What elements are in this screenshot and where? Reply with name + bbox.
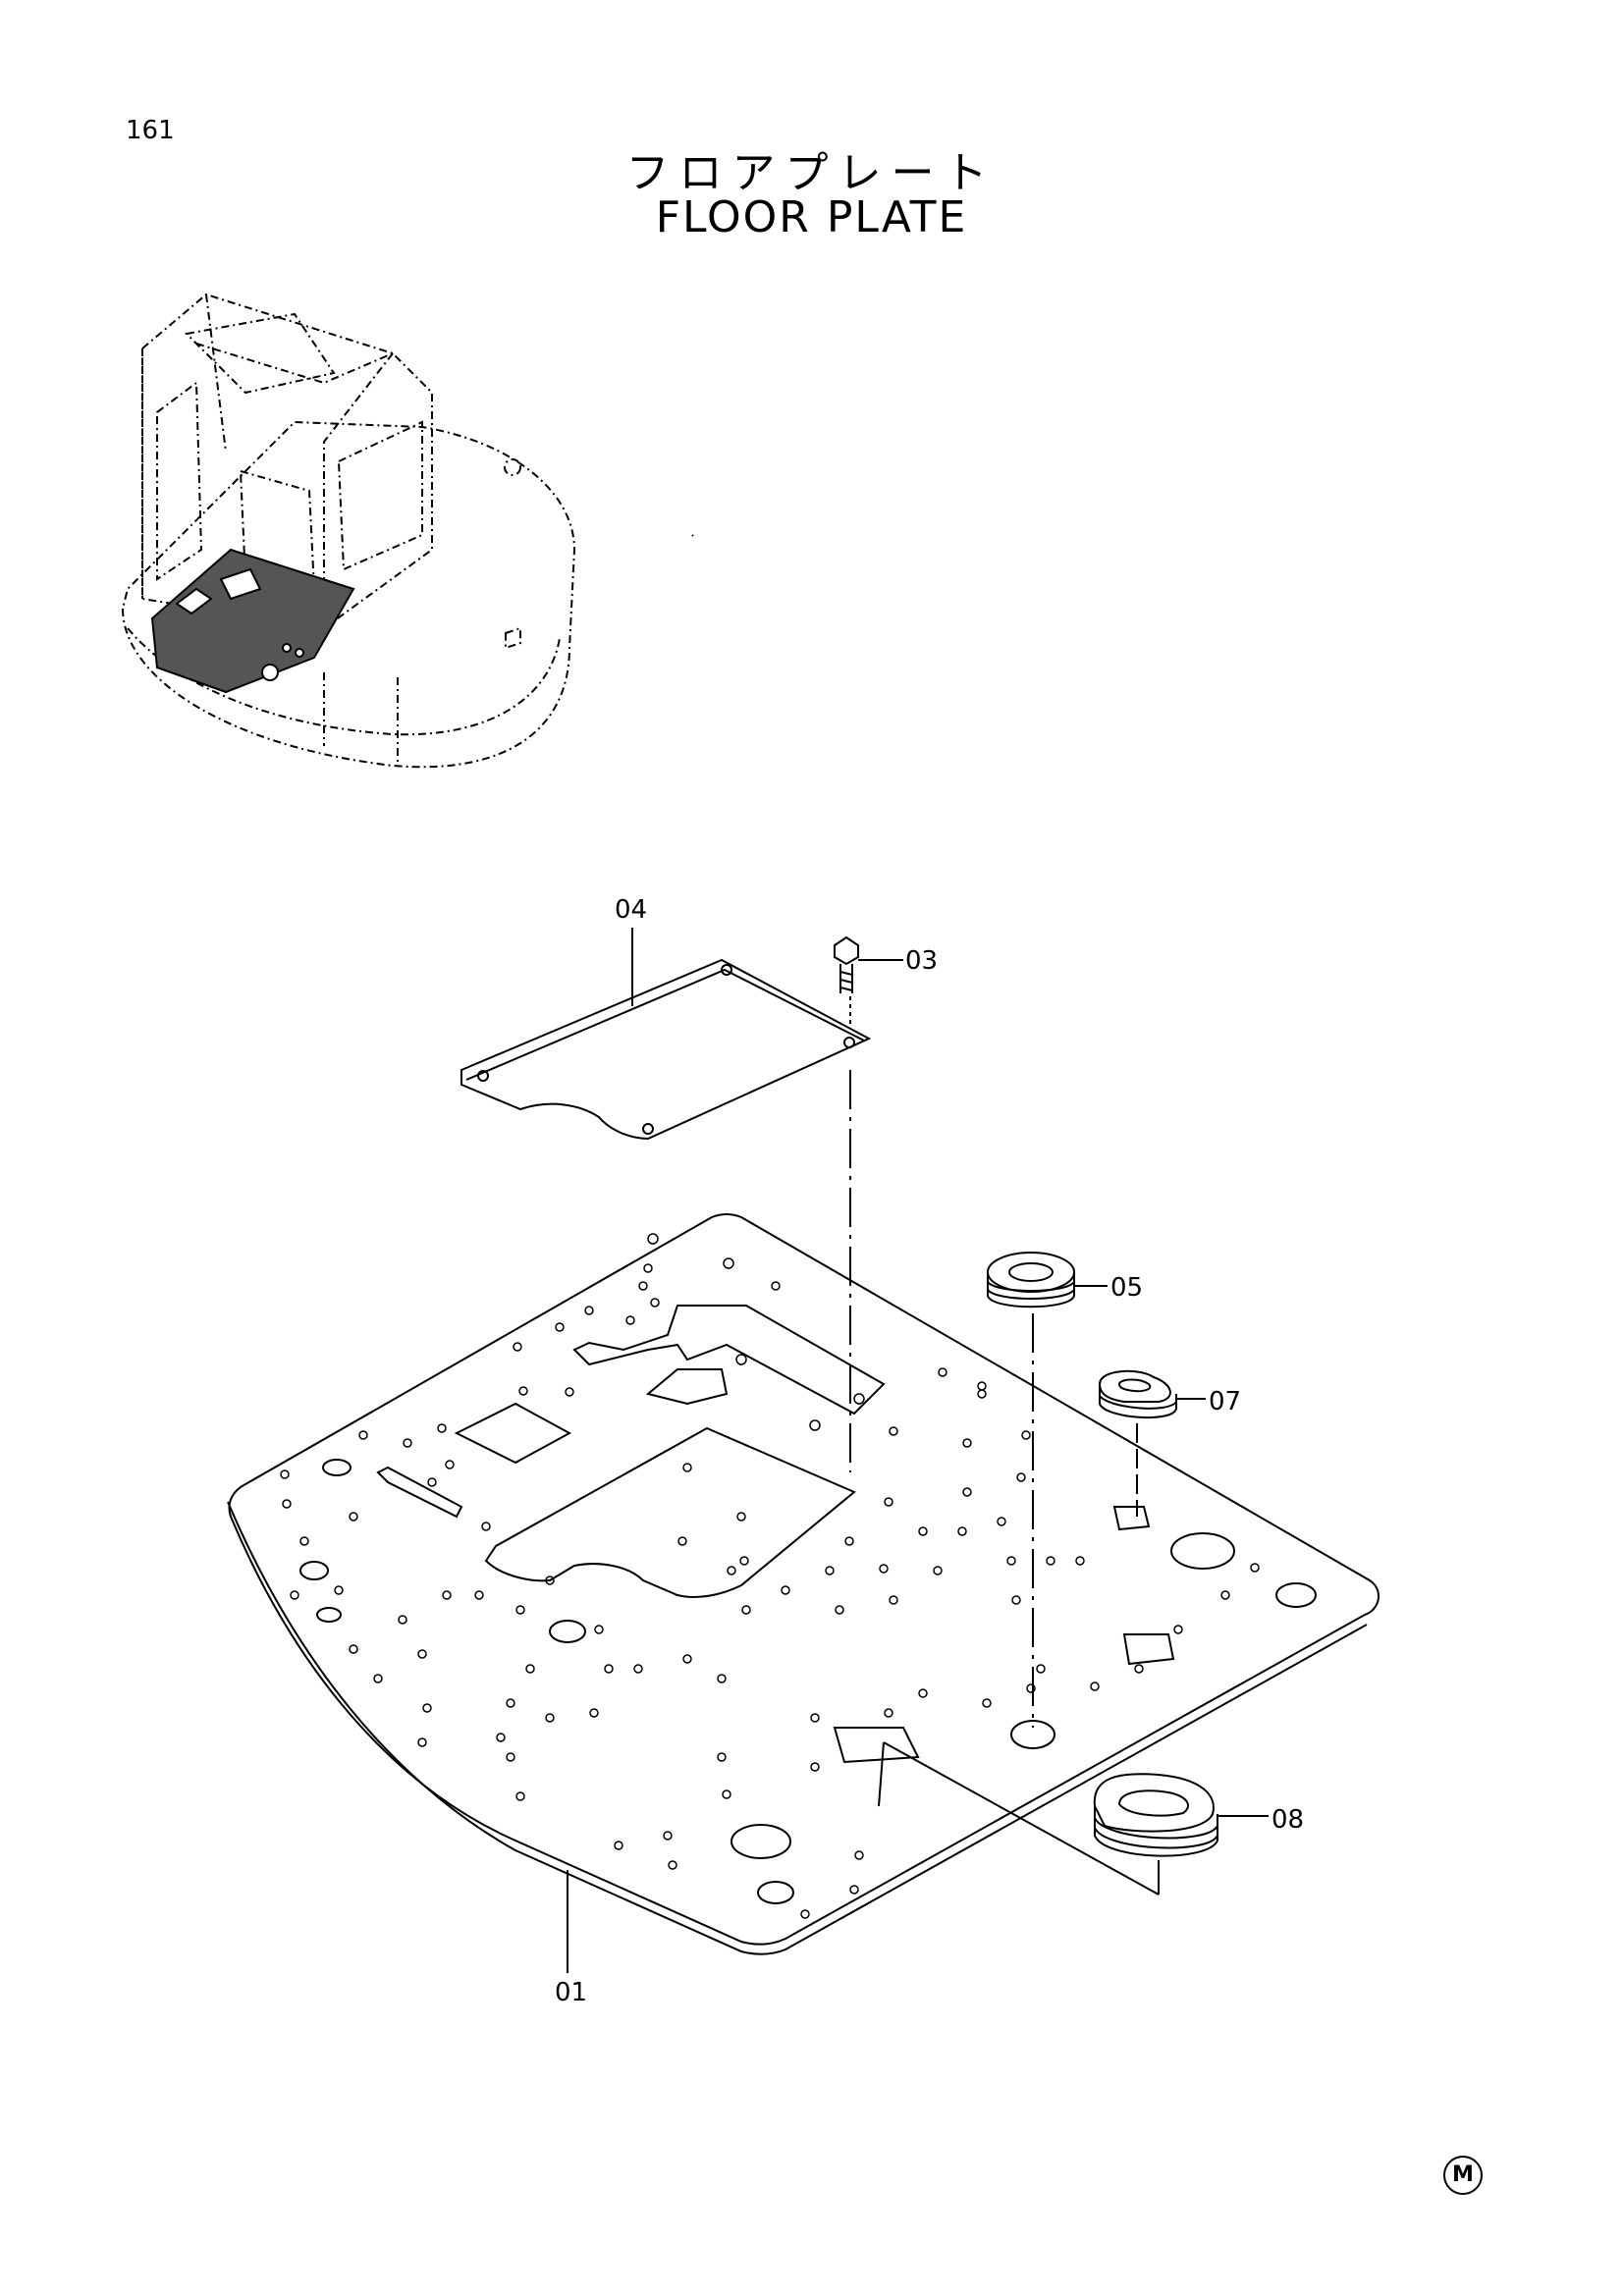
part-08-grommet (878, 1741, 1269, 1896)
callout-01: 01 (555, 1978, 587, 2007)
stray-mark (691, 534, 694, 537)
callout-03: 03 (905, 946, 938, 976)
manual-mark: M (1443, 2156, 1483, 2195)
part-07-grommet (1098, 1369, 1206, 1517)
part-01-floor-plate (227, 1213, 1380, 1955)
part-05-grommet (987, 1252, 1108, 1728)
page-number: 161 (126, 116, 175, 145)
floor-plate-highlight (150, 548, 355, 694)
machine-overview (121, 293, 576, 769)
callout-08: 08 (1271, 1805, 1304, 1835)
title-english: FLOOR PLATE (655, 192, 968, 242)
part-03-bolt (834, 935, 903, 1472)
callout-04: 04 (615, 895, 647, 925)
floor-plate-bolt-holes (280, 1233, 1260, 1919)
part-04-cover-plate (460, 958, 872, 1141)
callout-07: 07 (1209, 1387, 1241, 1416)
title-japanese: フロアプレート (625, 148, 998, 198)
callout-05: 05 (1110, 1273, 1143, 1303)
